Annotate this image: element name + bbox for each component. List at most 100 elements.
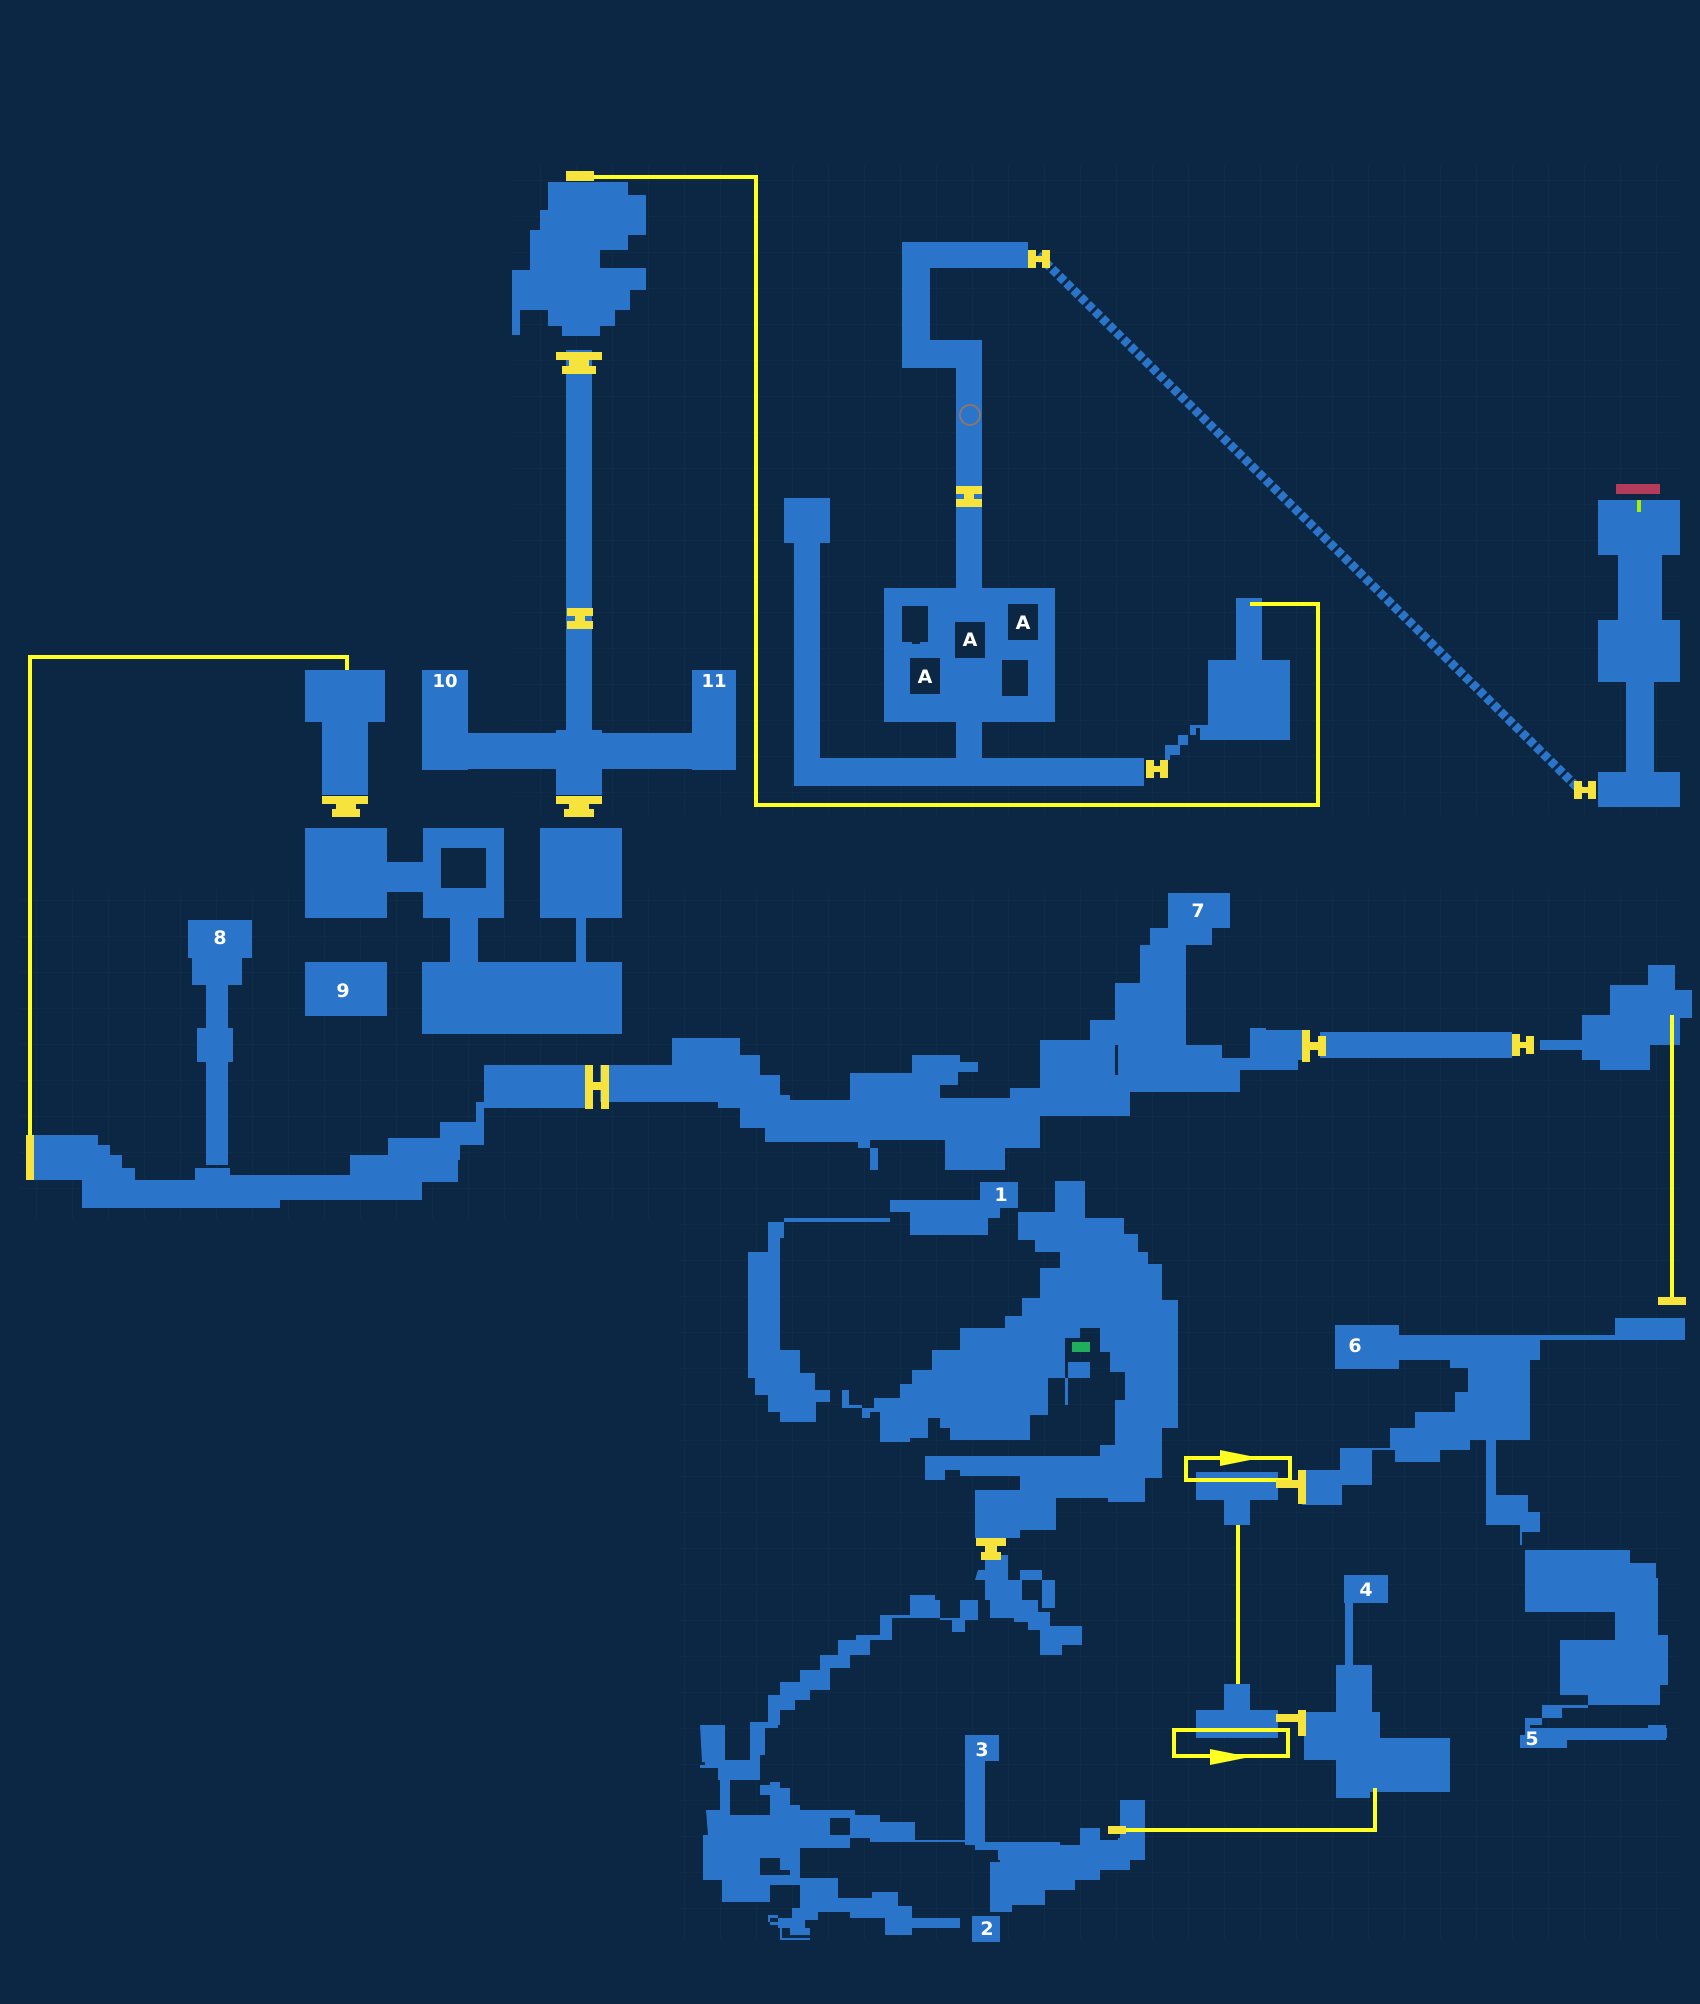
- shaft-left-drop[interactable]: [720, 1760, 730, 1840]
- door-icon[interactable]: [585, 1065, 609, 1109]
- door-icon[interactable]: [1108, 1826, 1126, 1834]
- shaft-3[interactable]: [965, 1735, 985, 1845]
- elevator-bottom-bar[interactable]: [1196, 1710, 1278, 1738]
- connector-mid[interactable]: [385, 862, 427, 892]
- cave-central[interactable]: [600, 1020, 1298, 1170]
- corridor-east[interactable]: [1250, 1030, 1302, 1060]
- room-mid-left[interactable]: [305, 828, 387, 918]
- shaft-4-wide[interactable]: [1336, 1665, 1372, 1715]
- elevator-bottom-stem[interactable]: [1224, 1684, 1250, 1714]
- tower-right-neck[interactable]: [1618, 552, 1662, 624]
- room-6-cap[interactable]: [1335, 1325, 1399, 1369]
- labels-layer: 1 2 3 4 5 6 7 8 9 10 11 A A A: [213, 604, 1539, 1940]
- cave-central-hook[interactable]: [915, 1055, 978, 1090]
- room-8-neck[interactable]: [192, 955, 242, 985]
- shaft-8[interactable]: [206, 985, 228, 1165]
- door-icon[interactable]: [1276, 1470, 1306, 1504]
- shaft-top-mid-down[interactable]: [956, 340, 982, 590]
- doors-layer: [26, 171, 1686, 1834]
- cave-bottom-loop[interactable]: [768, 1878, 960, 1940]
- door-icon[interactable]: [1028, 250, 1050, 268]
- door-icon[interactable]: [1658, 1297, 1686, 1305]
- corridor-5[interactable]: [1525, 1728, 1667, 1738]
- shaft-left-tower[interactable]: [794, 540, 820, 785]
- room-3[interactable]: [965, 1735, 999, 1761]
- tower-right-door-ledge[interactable]: [1615, 772, 1665, 782]
- room-label-11: 11: [701, 671, 726, 692]
- room-label-8: 8: [213, 927, 226, 949]
- cave-bottom-right[interactable]: [990, 1828, 1145, 1912]
- room-left-cap[interactable]: [305, 670, 385, 722]
- door-icon[interactable]: [556, 796, 602, 817]
- arrow-right-icon-lower: [1210, 1749, 1250, 1765]
- door-icon[interactable]: [566, 171, 594, 181]
- shaft-vertical-main[interactable]: [566, 350, 592, 780]
- door-icon[interactable]: [556, 352, 602, 374]
- room-east-blob[interactable]: [1540, 965, 1692, 1070]
- tower-right-mid[interactable]: [1598, 620, 1680, 682]
- door-icon[interactable]: [976, 1538, 1006, 1560]
- shaft-ring-down[interactable]: [450, 915, 478, 965]
- room-mid-right[interactable]: [540, 828, 622, 918]
- orange-marker-icon: [959, 404, 981, 426]
- door-icon[interactable]: [26, 1135, 34, 1180]
- room-4[interactable]: [1344, 1575, 1388, 1603]
- room-top-blob[interactable]: [512, 182, 646, 336]
- door-icon[interactable]: [1146, 760, 1168, 778]
- marker-a-1: A: [1016, 612, 1031, 634]
- marker-a-3: A: [918, 666, 933, 688]
- room-label-10: 10: [432, 671, 457, 692]
- door-icon[interactable]: [1302, 1030, 1326, 1062]
- room-ring[interactable]: [423, 828, 504, 918]
- cave-5-block[interactable]: [1486, 1495, 1668, 1748]
- tower-right-shaft[interactable]: [1626, 680, 1654, 780]
- shaft-right-thin[interactable]: [576, 915, 586, 995]
- door-icon[interactable]: [956, 486, 982, 507]
- room-label-9: 9: [336, 980, 349, 1002]
- room-label-4: 4: [1359, 1579, 1372, 1601]
- corridor-east-long[interactable]: [1320, 1032, 1512, 1058]
- room-7[interactable]: [1115, 893, 1230, 1045]
- elevator-top-stem[interactable]: [1224, 1495, 1250, 1525]
- label-bg-a1: [1008, 604, 1038, 640]
- cave-loop-inner-step[interactable]: [910, 1456, 1100, 1480]
- label-bg-11: [692, 670, 736, 690]
- diagonal-stairs[interactable]: [1034, 251, 1584, 794]
- corridor-horizontal-upper[interactable]: [422, 733, 736, 769]
- door-icon[interactable]: [567, 608, 593, 629]
- door-icon[interactable]: [1574, 781, 1596, 799]
- corridor-bottom-mid[interactable]: [794, 758, 1144, 786]
- room-label-2: 2: [980, 1918, 993, 1940]
- cave-loop[interactable]: [748, 1181, 1178, 1538]
- door-icon[interactable]: [322, 796, 368, 817]
- cave-lower-blob[interactable]: [700, 1725, 725, 1762]
- shaft-6-down[interactable]: [1486, 1440, 1496, 1500]
- room-9[interactable]: [305, 962, 387, 1016]
- shaft-left[interactable]: [322, 715, 368, 795]
- cave-lower-main[interactable]: [700, 1555, 1145, 1865]
- shaft-4[interactable]: [1345, 1600, 1353, 1670]
- path-top-bracket: [594, 175, 1320, 807]
- door-icon[interactable]: [1276, 1710, 1306, 1736]
- room-lower-hall-top[interactable]: [422, 962, 504, 992]
- room-east-small[interactable]: [1165, 598, 1290, 760]
- cave-bottom[interactable]: [703, 1782, 850, 1902]
- label-bg-a3: [910, 658, 940, 694]
- path-left-loop: [28, 655, 349, 1135]
- room-4-lower[interactable]: [1304, 1712, 1450, 1798]
- door-icon[interactable]: [1512, 1034, 1534, 1056]
- cave-long-left[interactable]: [30, 1065, 590, 1208]
- save-station-icon[interactable]: [1072, 1342, 1090, 1352]
- room-left-tower-cap[interactable]: [784, 498, 830, 543]
- label-bg-10: [422, 670, 468, 690]
- room-label-3: 3: [975, 1739, 988, 1761]
- room-2[interactable]: [972, 1916, 1000, 1942]
- shaft-8-bulb[interactable]: [197, 1028, 233, 1062]
- marker-a-2: A: [963, 629, 978, 651]
- room-8[interactable]: [188, 920, 252, 958]
- label-stub-1[interactable]: [980, 1182, 1018, 1208]
- cave-6[interactable]: [1302, 1318, 1685, 1505]
- boss-door-icon[interactable]: [1616, 484, 1660, 494]
